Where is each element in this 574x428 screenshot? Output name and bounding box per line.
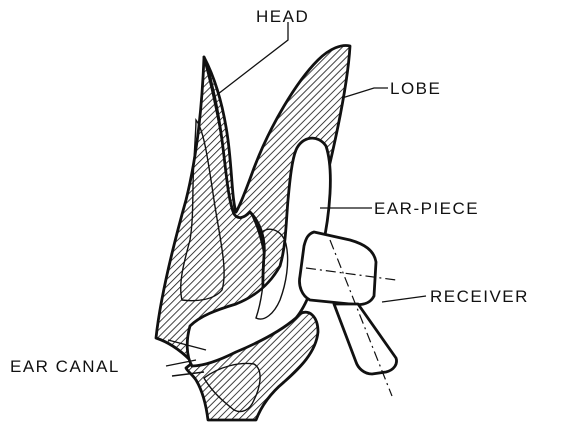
receiver-leader (382, 296, 426, 302)
head-leader (218, 22, 288, 94)
receiver-barrel (334, 304, 397, 374)
label-lobe: LOBE (390, 79, 441, 98)
label-head: HEAD (256, 7, 309, 26)
lobe-leader (342, 88, 388, 98)
label-ear-canal: EAR CANAL (10, 357, 120, 376)
label-receiver: RECEIVER (430, 287, 529, 306)
label-ear-piece: EAR-PIECE (374, 199, 479, 218)
